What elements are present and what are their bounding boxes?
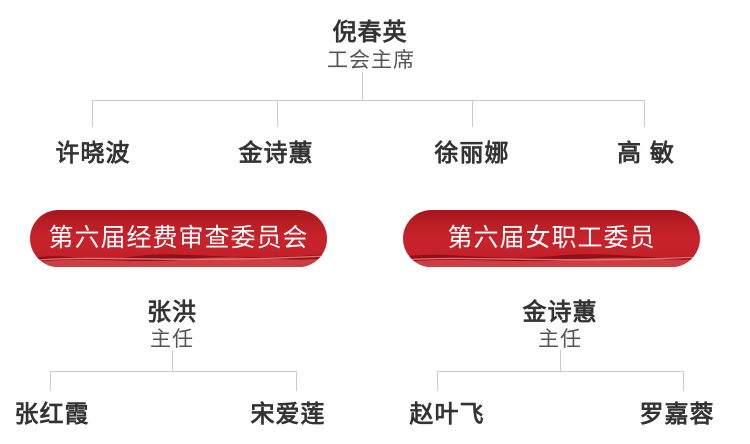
connector-drop-member-2 — [277, 100, 278, 127]
branch-1-head-title: 主任 — [150, 328, 194, 351]
connector-root-stem — [362, 72, 363, 100]
connector-drop-member-3 — [472, 100, 473, 127]
branch-2-member-1: 赵叶飞 — [409, 401, 485, 428]
connector-branch-1-drop-1 — [50, 371, 51, 391]
silk-ribbon-decoration — [30, 254, 327, 267]
branch-1-member-2: 宋爱莲 — [250, 401, 326, 428]
branch-2-head-name: 金诗蕙 — [522, 299, 598, 326]
root-name: 倪春英 — [332, 19, 408, 46]
branch-1-member-1: 张红霞 — [14, 401, 90, 428]
connector-branch-2-rail — [437, 371, 684, 372]
connector-branch-2-stem — [560, 350, 561, 371]
banner-label: 第六届女职工委员 — [447, 223, 656, 252]
connector-drop-member-4 — [644, 100, 645, 127]
root-title: 工会主席 — [327, 49, 415, 72]
connector-branch-1-rail — [50, 371, 297, 372]
connector-drop-member-1 — [92, 100, 93, 127]
branch-2-head-title: 主任 — [538, 328, 582, 351]
committee-member-4: 高 敏 — [617, 140, 675, 167]
committee-member-1: 许晓波 — [55, 140, 131, 167]
banner-funding-review-committee: 第六届经费审查委员会 — [30, 210, 327, 267]
branch-1-head-name: 张洪 — [147, 299, 197, 326]
committee-member-3: 徐丽娜 — [434, 140, 510, 167]
banner-female-workers-committee: 第六届女职工委员 — [403, 210, 700, 267]
connector-branch-1-stem — [172, 350, 173, 371]
committee-member-2: 金诗蕙 — [238, 140, 314, 167]
connector-branch-2-drop-2 — [683, 371, 684, 391]
banner-label: 第六届经费审查委员会 — [48, 223, 309, 252]
connector-branch-1-drop-2 — [296, 371, 297, 391]
silk-ribbon-decoration — [403, 254, 700, 267]
connector-top-rail — [92, 100, 645, 101]
connector-branch-2-drop-1 — [437, 371, 438, 391]
branch-2-member-2: 罗嘉蓉 — [639, 401, 715, 428]
